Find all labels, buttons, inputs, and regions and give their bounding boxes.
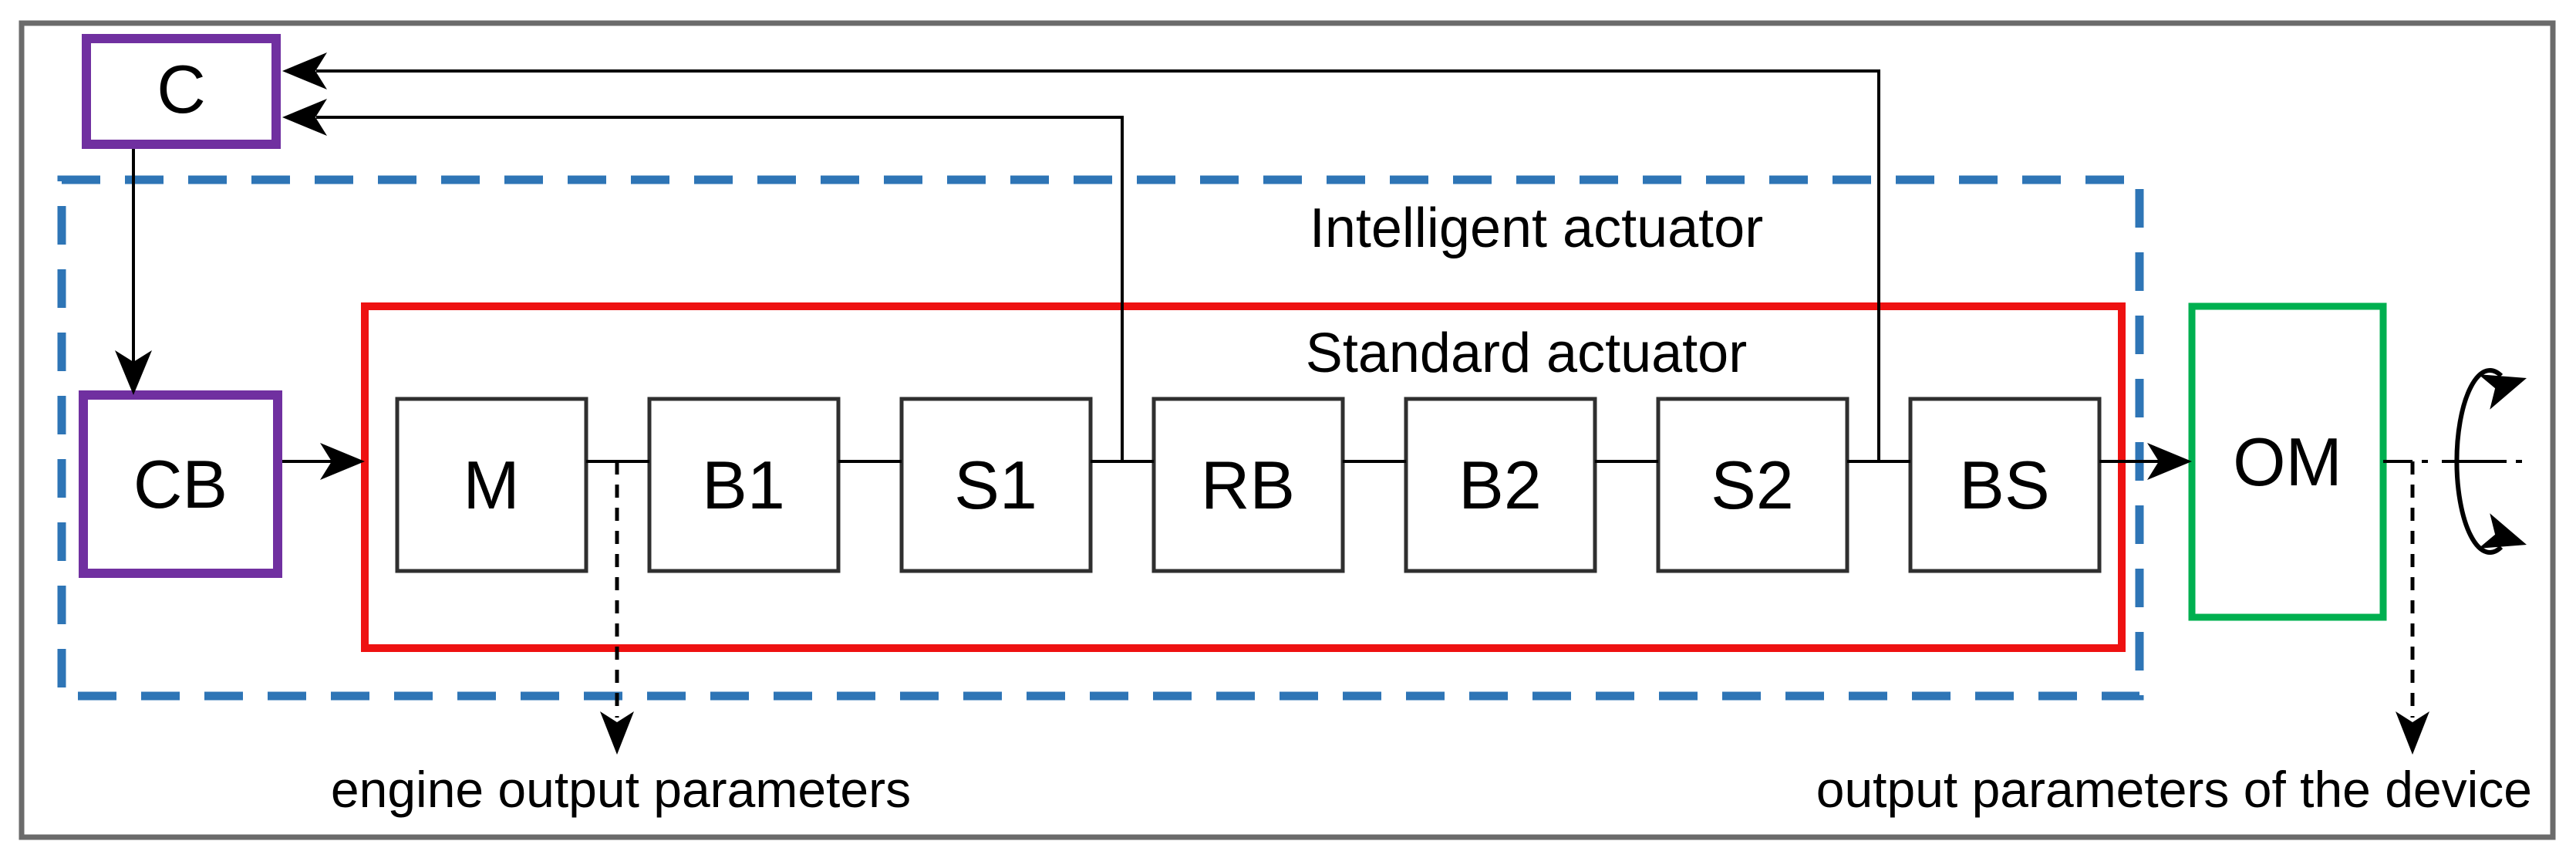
chain-box (1151, 397, 1345, 573)
feedback-s2bs-to-c (282, 52, 1880, 461)
chain-label: M (463, 447, 519, 523)
device-output-label: output parameters of the device (1816, 761, 2532, 818)
controller-label: C (157, 51, 206, 127)
chain-box (899, 397, 1093, 573)
standard-actuator-label: Standard actuator (1306, 323, 1747, 384)
rotation-icon (2454, 368, 2527, 555)
chain-block-b2: B2 (1404, 397, 1597, 573)
chain-box (1404, 397, 1597, 573)
control-block-label: CB (133, 446, 228, 522)
chain-label: B1 (702, 447, 785, 523)
arrow-bs-to-om (2099, 443, 2192, 480)
engine-output-arrow (600, 461, 634, 755)
chain-label: S2 (1711, 447, 1794, 523)
chain-block-m: M (395, 397, 588, 573)
output-mechanism-label: OM (2233, 424, 2342, 500)
arrow-c-to-cb (115, 149, 152, 395)
chain-box (1908, 397, 2102, 573)
chain-block-s2: S2 (1656, 397, 1849, 573)
engine-output-label: engine output parameters (331, 761, 911, 818)
chain-block-s1: S1 (899, 397, 1093, 573)
feedback-s1rb-to-c (282, 99, 1124, 461)
chain-label: S1 (954, 447, 1037, 523)
arrow-cb-to-standard (282, 443, 365, 480)
chain-block-rb: RB (1151, 397, 1345, 573)
chain-label: B2 (1458, 447, 1542, 523)
device-output-arrow (2383, 460, 2429, 755)
chain-block-b1: B1 (647, 397, 841, 573)
control-block-box (79, 390, 282, 578)
chain-box (647, 397, 841, 573)
chain-box (1656, 397, 1849, 573)
chain-box (395, 397, 588, 573)
intelligent-actuator-boundary (57, 175, 2144, 701)
output-mechanism-box (2188, 302, 2387, 621)
outer-border (19, 20, 2556, 840)
chain-block-bs: BS (1908, 397, 2102, 573)
chain-label: RB (1201, 447, 1295, 523)
controller-block: C (82, 34, 281, 149)
control-block: CB (79, 390, 282, 578)
standard-actuator-boundary (361, 302, 2126, 652)
output-mechanism-block: OM (2188, 302, 2387, 621)
intelligent-actuator-label: Intelligent actuator (1310, 198, 1763, 259)
chain-label: BS (1959, 447, 2049, 523)
controller-box (82, 34, 281, 149)
